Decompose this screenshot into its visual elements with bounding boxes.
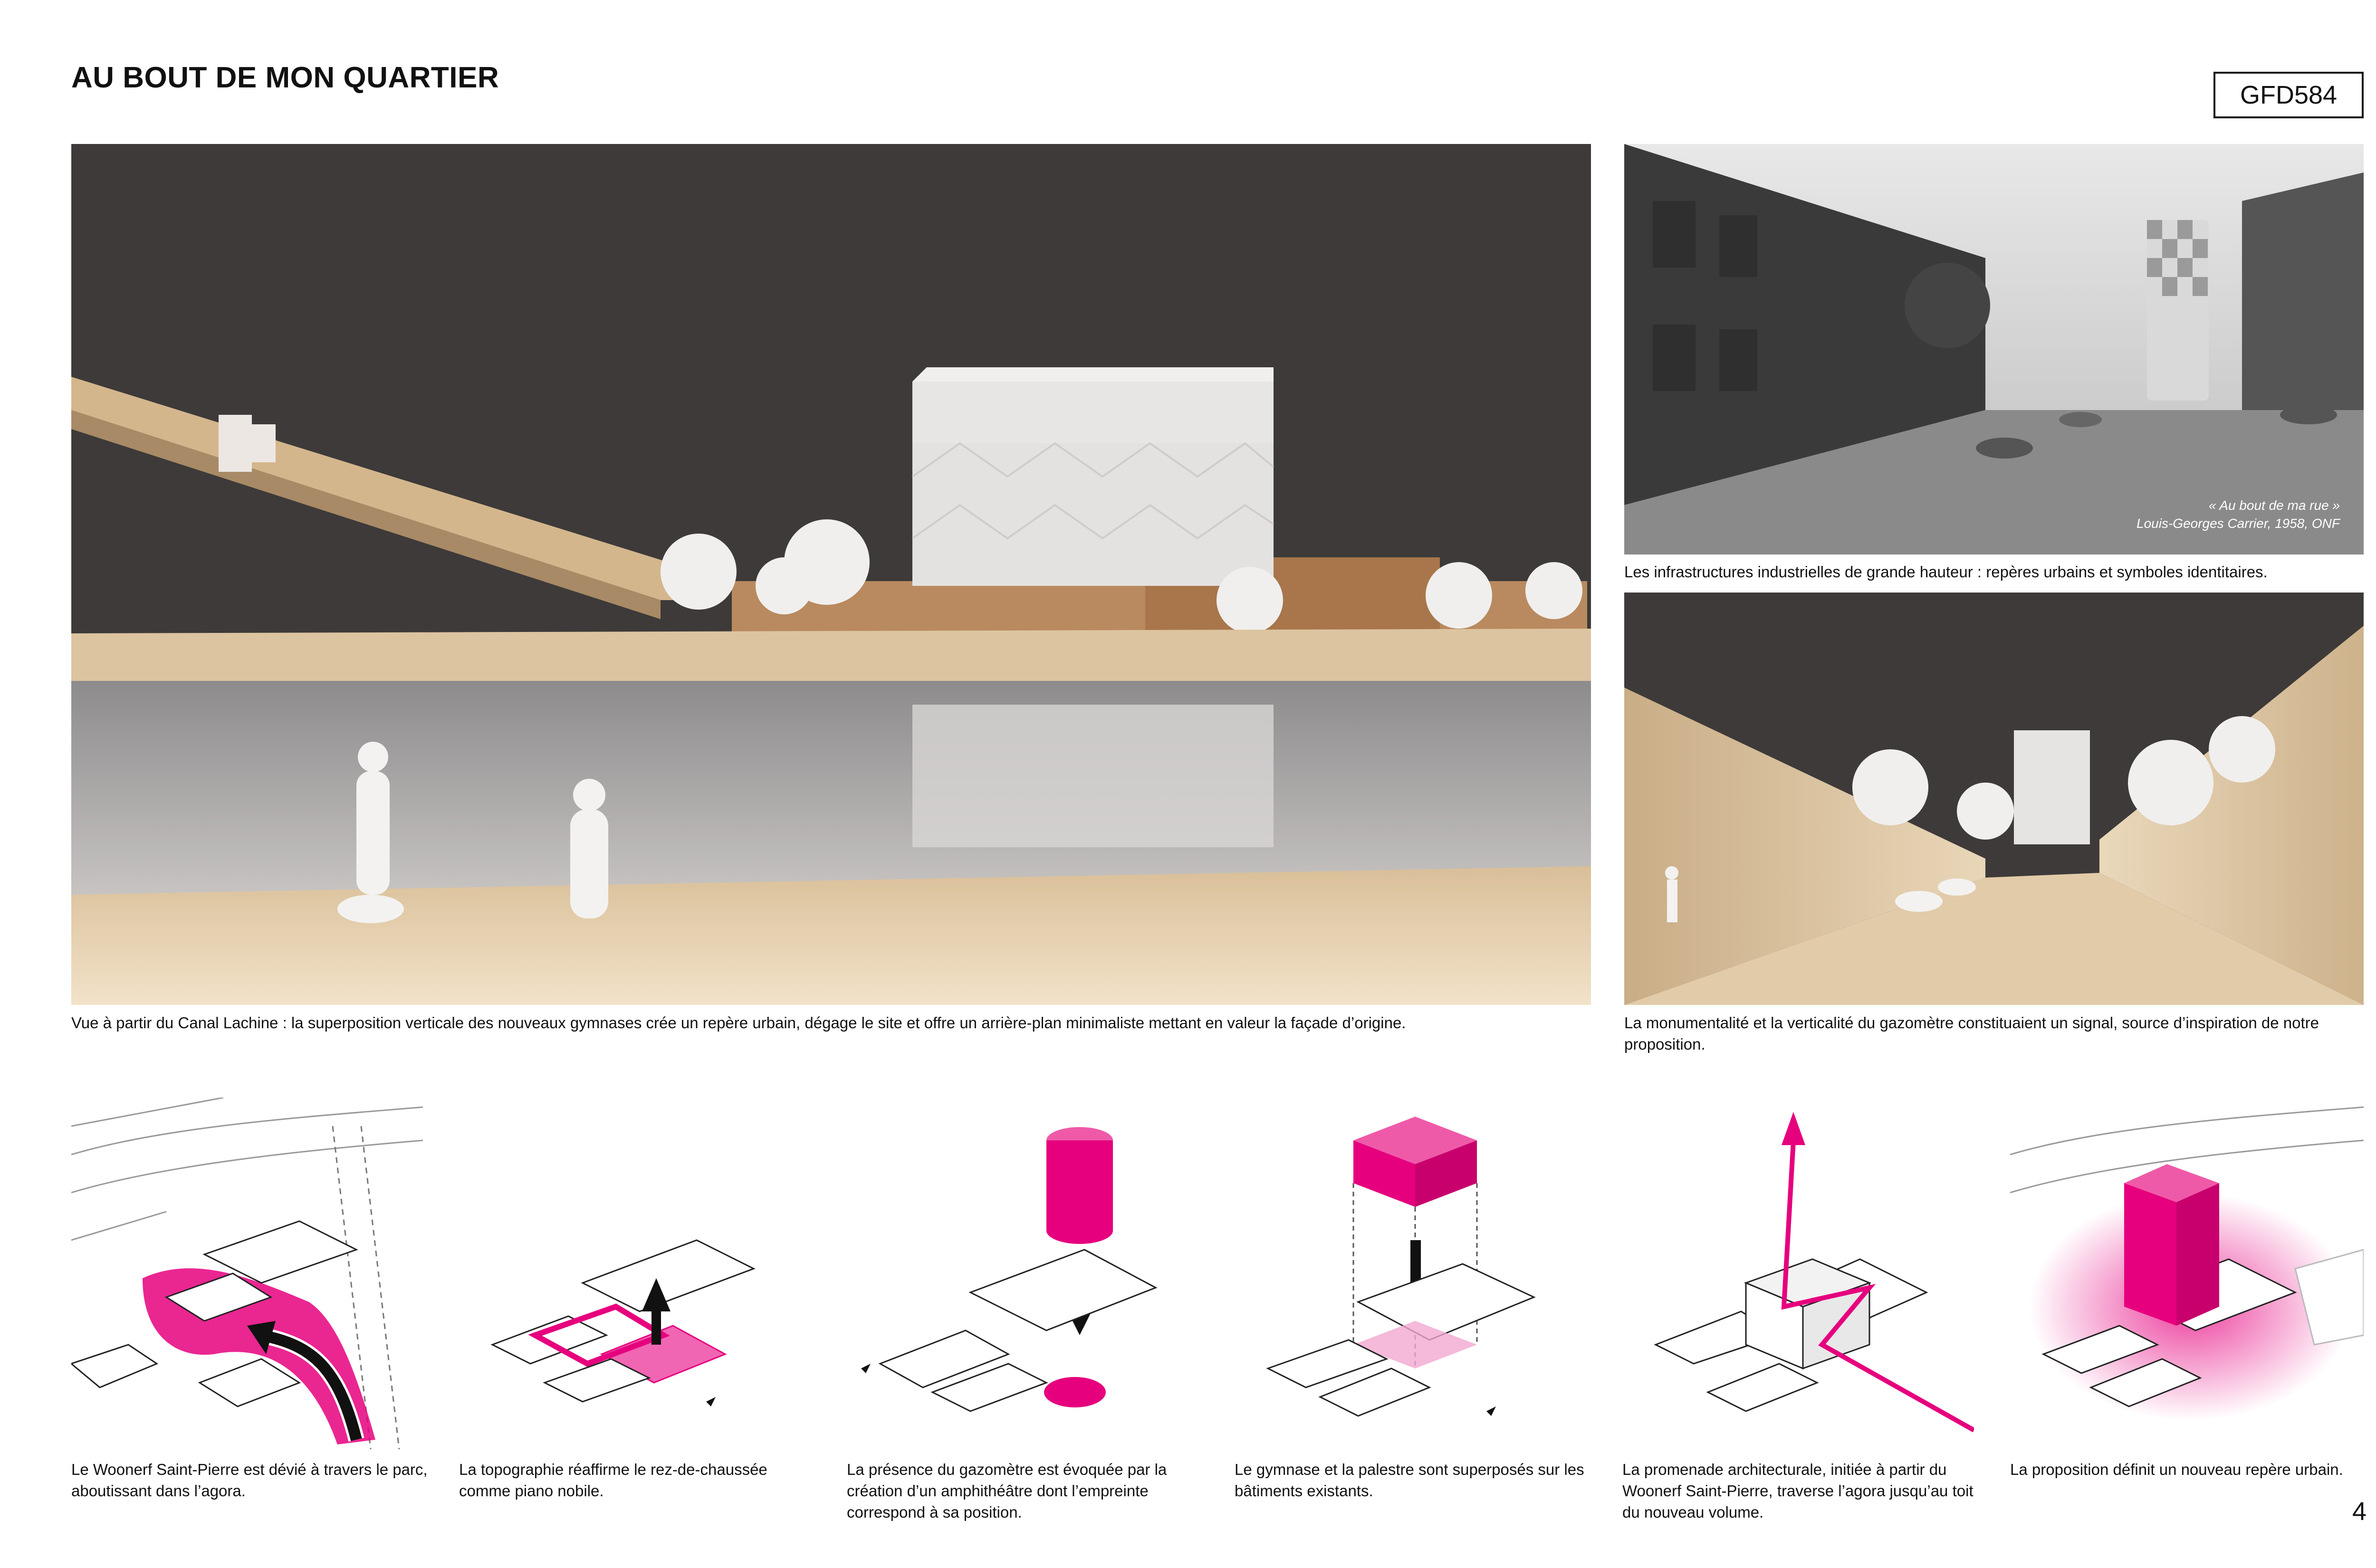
diagram-caption-6: La proposition définit un nouveau repère… — [2010, 1461, 2343, 1478]
page-title: AU BOUT DE MON QUARTIER — [71, 61, 499, 94]
diagram-caption-5: La promenade architecturale, initiée à p… — [1622, 1461, 1974, 1521]
project-code-badge: GFD584 — [2213, 72, 2364, 118]
diagram-caption-2: La topographie réaffirme le rez-de-chaus… — [459, 1461, 767, 1500]
diagram-caption-1: Le Woonerf Saint-Pierre est dévié à trav… — [71, 1461, 428, 1500]
diagram-gymnasium — [1235, 1098, 1586, 1449]
diagram-caption-4: Le gymnase et la palestre sont superposé… — [1235, 1461, 1584, 1500]
street-render-caption: La monumentalité et la verticalité du ga… — [1624, 1014, 2319, 1053]
diagram-topography — [459, 1098, 811, 1449]
archive-photo-caption: Les infrastructures industrielles de gra… — [1624, 563, 2268, 581]
street-render-image — [1624, 593, 2364, 1005]
diagram-landmark — [2010, 1098, 2364, 1449]
page-number: 4 — [2352, 1497, 2367, 1526]
photo-credit-author: Louis-Georges Carrier, 1958, ONF — [2136, 516, 2340, 531]
diagram-caption-3: La présence du gazomètre est évoquée par… — [847, 1461, 1167, 1521]
diagram-promenade — [1622, 1098, 1974, 1449]
photo-credit-title: « Au bout de ma rue » — [2208, 498, 2340, 513]
diagram-woonerf — [71, 1098, 423, 1449]
main-render-caption: Vue à partir du Canal Lachine : la super… — [71, 1014, 1406, 1032]
diagram-gasometer — [847, 1098, 1198, 1449]
archive-photo: « Au bout de ma rue » Louis-Georges Carr… — [1624, 144, 2364, 555]
main-render-image — [71, 144, 1591, 1005]
